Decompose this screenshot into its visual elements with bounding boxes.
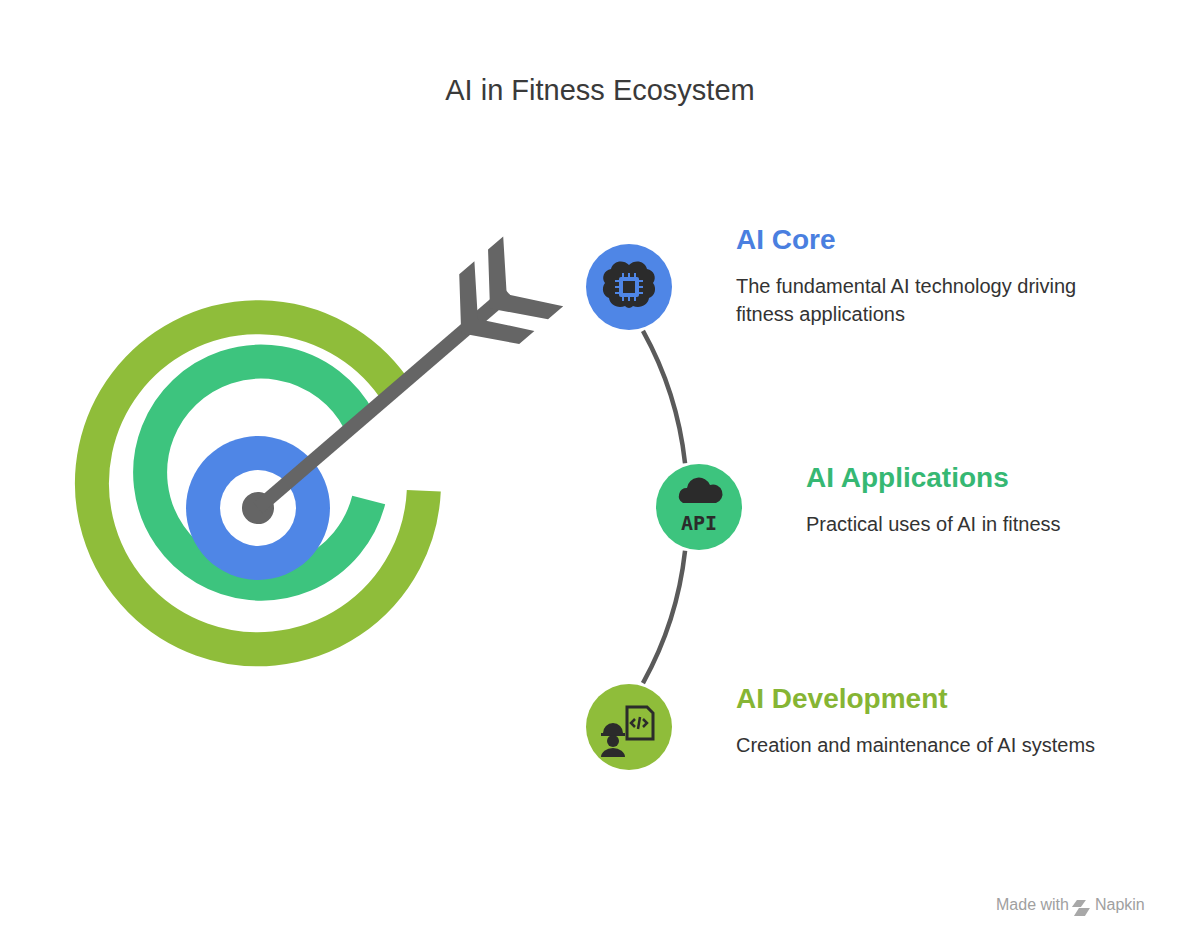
stage-heading: AI Development [736, 681, 1096, 717]
stage-node: AI DevelopmentCreation and maintenance o… [585, 681, 1096, 759]
stage-description: The fundamental AI technology driving fi… [736, 272, 1096, 328]
stage-heading: AI Core [736, 222, 1096, 258]
connector [643, 551, 685, 683]
napkin-logo [1072, 900, 1090, 916]
stage-node: AI CoreThe fundamental AI technology dri… [585, 222, 1096, 328]
arrow [216, 236, 563, 553]
outer-ring [92, 317, 424, 649]
stage-description: Practical uses of AI in fitness [806, 510, 1166, 538]
stage-node: API AI ApplicationsPractical uses of AI i… [655, 460, 1166, 538]
watermark: Napkin [1095, 896, 1145, 914]
stage-text: AI DevelopmentCreation and maintenance o… [736, 681, 1096, 759]
diagram-title: AI in Fitness Ecosystem [0, 74, 1200, 107]
watermark: Made with [996, 896, 1069, 914]
stage-text: AI CoreThe fundamental AI technology dri… [736, 222, 1096, 328]
stage-circle [585, 243, 673, 331]
stage-heading: AI Applications [806, 460, 1166, 496]
icon-label: API [655, 511, 743, 535]
middle-ring [150, 362, 369, 584]
stage-text: AI ApplicationsPractical uses of AI in f… [806, 460, 1166, 538]
stage-circle [655, 463, 743, 551]
connector [643, 331, 685, 463]
stage-description: Creation and maintenance of AI systems [736, 731, 1096, 759]
stage-circle [585, 683, 673, 771]
